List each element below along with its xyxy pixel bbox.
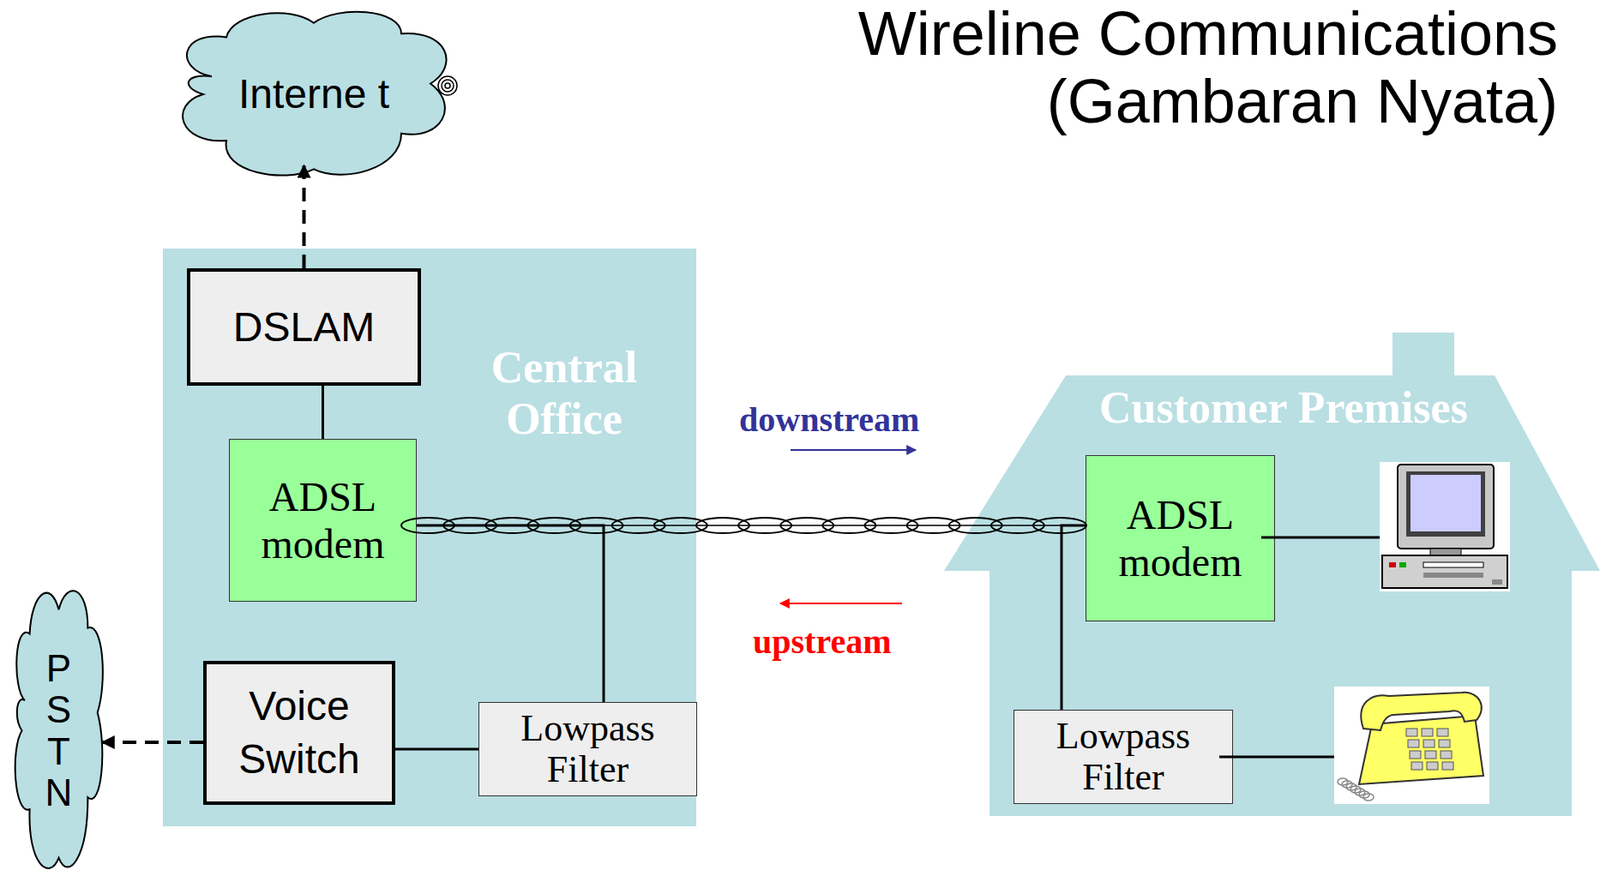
node-label: Lowpass Filter bbox=[479, 708, 697, 792]
keypad-key bbox=[1438, 739, 1450, 748]
node-label: P S T N bbox=[34, 648, 84, 815]
computer-icon bbox=[1423, 572, 1484, 578]
node-label: ADSL modem bbox=[1086, 491, 1275, 586]
connector bbox=[321, 385, 325, 440]
keypad-key bbox=[1442, 762, 1454, 770]
filter-box: Lowpass Filter bbox=[1013, 709, 1234, 805]
keypad-key bbox=[1425, 751, 1437, 759]
equipment-box: Voice Switch bbox=[203, 661, 396, 806]
telephone-icon bbox=[1360, 692, 1482, 731]
computer-icon bbox=[1379, 462, 1510, 592]
computer-icon bbox=[1382, 555, 1508, 589]
node-label: DSLAM bbox=[233, 302, 375, 353]
computer-icon bbox=[1397, 464, 1494, 549]
title: Wireline Communications (Gambaran Nyata) bbox=[786, 0, 1558, 136]
keypad-key bbox=[1437, 728, 1449, 737]
cloud-outline bbox=[15, 590, 103, 869]
computer-icon bbox=[1389, 562, 1396, 568]
direction-label: downstream bbox=[739, 401, 920, 440]
telephone-icon bbox=[1334, 686, 1490, 805]
upstream-arrow bbox=[780, 602, 903, 605]
keypad-key bbox=[1426, 762, 1438, 770]
computer-icon bbox=[1423, 562, 1484, 568]
cloud-spiral bbox=[438, 76, 458, 96]
computer-icon bbox=[1406, 471, 1486, 537]
telephone-icon bbox=[1406, 728, 1454, 770]
connector-layer bbox=[102, 165, 1086, 750]
keypad-key bbox=[1407, 739, 1420, 748]
cloud: Interne t bbox=[168, 5, 460, 184]
connector bbox=[302, 165, 307, 269]
filter-box: Lowpass Filter bbox=[478, 702, 698, 797]
office-region: Central Office DSLAM ADSL modemVoice Switc… bbox=[162, 248, 697, 827]
node-label: ADSL modem bbox=[229, 473, 416, 568]
computer-icon bbox=[1379, 462, 1510, 592]
node-label: Voice Switch bbox=[206, 679, 392, 788]
node-label: Lowpass Filter bbox=[1014, 715, 1233, 800]
region-heading: Central Office bbox=[461, 342, 668, 446]
keypad-key bbox=[1406, 728, 1418, 737]
equipment-box: DSLAM bbox=[186, 268, 422, 386]
cloud-spiral bbox=[441, 79, 454, 92]
computer-icon bbox=[1410, 475, 1481, 532]
computer-icon bbox=[1491, 579, 1503, 585]
modem-box: ADSL modem bbox=[228, 439, 417, 602]
telephone-icon bbox=[1334, 686, 1490, 805]
connector bbox=[416, 525, 604, 703]
connector bbox=[395, 748, 479, 752]
computer-icon bbox=[1399, 562, 1407, 568]
direction-label: upstream bbox=[752, 623, 891, 662]
downstream-arrow bbox=[790, 449, 916, 452]
cloud-outline bbox=[182, 12, 446, 176]
keypad-key bbox=[1440, 751, 1452, 759]
keypad-key bbox=[1423, 739, 1435, 748]
cloud-spiral bbox=[445, 83, 451, 89]
keypad-key bbox=[1411, 762, 1423, 770]
connector bbox=[102, 740, 204, 745]
cloud: P S T N bbox=[10, 579, 108, 882]
node-label: Interne t bbox=[232, 72, 396, 118]
region-heading: Customer Premises bbox=[1069, 382, 1498, 434]
cloud-spiral bbox=[438, 76, 458, 96]
keypad-key bbox=[1409, 751, 1421, 759]
computer-wire bbox=[1261, 536, 1398, 540]
modem-box: ADSL modem bbox=[1085, 455, 1276, 622]
phone-cord bbox=[1363, 793, 1374, 801]
telephone-icon bbox=[1337, 778, 1374, 801]
connector bbox=[1061, 525, 1086, 710]
keypad-key bbox=[1421, 728, 1433, 737]
house-outline bbox=[944, 332, 1600, 817]
computer-icon bbox=[1430, 548, 1462, 556]
